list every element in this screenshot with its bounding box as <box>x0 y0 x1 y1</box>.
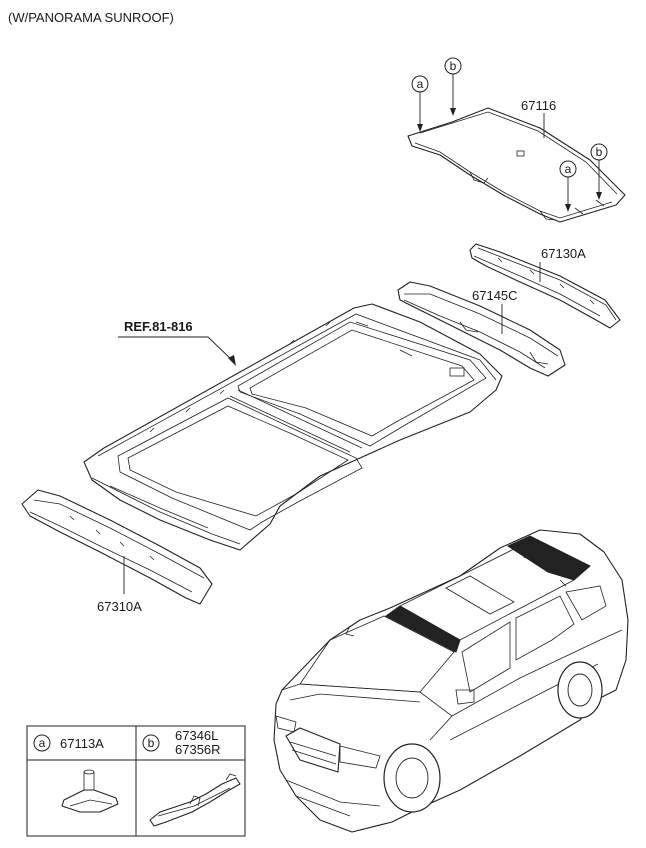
diagram-title: (W/PANORAMA SUNROOF) <box>8 10 174 25</box>
label-67310a: 67310A <box>97 599 142 614</box>
legend-b-letter: b <box>148 736 155 750</box>
marker-a-top-letter: a <box>417 77 424 91</box>
vehicle-illustration <box>273 529 629 833</box>
label-ref-81-816: REF.81-816 <box>124 319 193 334</box>
center-roof-rail <box>397 281 566 377</box>
legend-b-part-number-2: 67356R <box>175 742 221 757</box>
headliner-panel <box>407 107 626 223</box>
legend-a-letter: a <box>39 736 46 750</box>
marker-b-right-letter: b <box>596 145 603 159</box>
marker-a-right-letter: a <box>565 162 572 176</box>
legend-b-part-number-1: 67346L <box>175 728 218 743</box>
legend-a-part-number: 67113A <box>60 736 104 751</box>
legend-b-circle <box>142 734 160 752</box>
marker-a-top: a <box>411 75 429 132</box>
marker-b-right: b <box>590 143 608 200</box>
marker-a-right: a <box>559 160 577 212</box>
label-67145c: 67145C <box>472 288 518 303</box>
clip-b-drawing <box>149 773 241 827</box>
legend-a-circle <box>33 734 51 752</box>
leader-ref <box>118 336 235 363</box>
clip-a-drawing <box>61 769 119 813</box>
marker-b-top: b <box>444 57 462 116</box>
rear-roof-rail <box>469 243 621 329</box>
label-67130a: 67130A <box>541 246 586 261</box>
roof-frame <box>83 303 503 551</box>
marker-b-top-letter: b <box>450 59 457 73</box>
front-roof-rail <box>21 489 213 605</box>
label-67116: 67116 <box>521 98 556 113</box>
legend-table: a 67113A b 67346L 67356R <box>26 725 246 837</box>
